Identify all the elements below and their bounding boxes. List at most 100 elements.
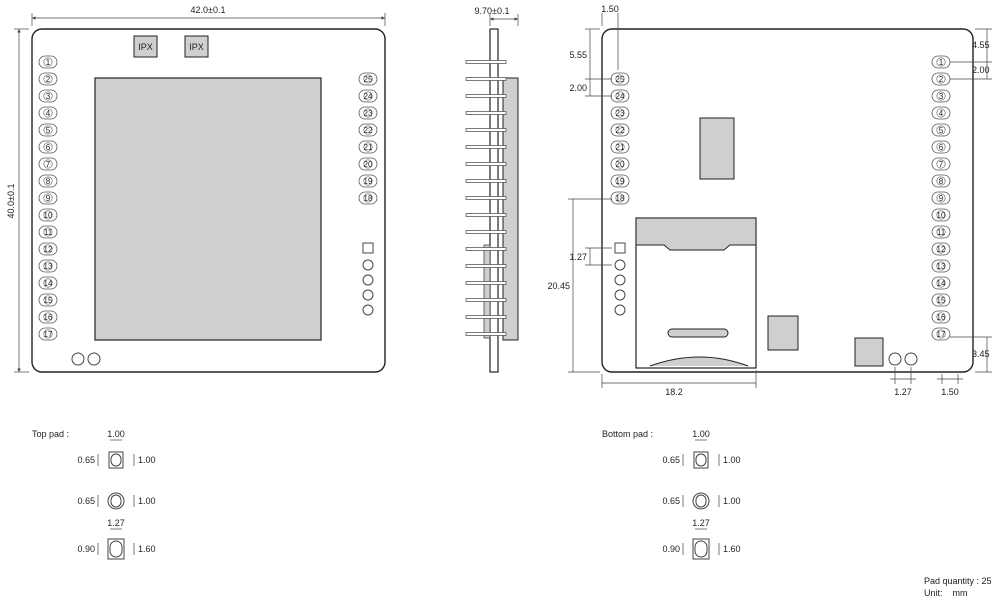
pin-pad: 5 (931, 123, 951, 137)
top-mount-hole (87, 352, 101, 366)
pin-pad: 20 (610, 157, 630, 171)
dim-hole-pitch: 1.27 (894, 387, 912, 397)
pin-pad: 2 (38, 72, 58, 86)
pin-pad-hole (363, 125, 373, 135)
pin-number: 2 (46, 75, 51, 84)
pin-number: 19 (616, 177, 625, 186)
pin-pad-hole (936, 108, 946, 118)
pin-pad: 16 (931, 310, 951, 324)
pin-pad-hole (936, 193, 946, 203)
pin-pad-hole (936, 176, 946, 186)
pin-pad-hole (936, 244, 946, 254)
pin-pad-hole (43, 176, 53, 186)
pad-inner (694, 540, 708, 558)
pin-pad: 17 (931, 327, 951, 341)
pin-pad: 3 (931, 89, 951, 103)
pin-number: 1 (46, 58, 51, 67)
pin-pad-hole (43, 244, 53, 254)
pin-pad: 3 (38, 89, 58, 103)
bottom-chip (699, 117, 735, 180)
pin-pad-hole (615, 193, 625, 203)
side-pin (465, 247, 507, 251)
pad-top-dim: 1.27 (692, 518, 710, 528)
pin-pad-hole (43, 210, 53, 220)
top-small-pads (71, 242, 374, 366)
pad-top-dim: 1.27 (107, 518, 125, 528)
pin-pad-hole (43, 329, 53, 339)
pad-inner (110, 494, 122, 508)
side-pin (465, 94, 507, 98)
pin-pad: 9 (38, 191, 58, 205)
bottom-component-2 (854, 337, 884, 367)
side-pin (465, 315, 507, 319)
pin-pad-hole (43, 108, 53, 118)
pin-pad-hole (43, 227, 53, 237)
pin-pad-hole (615, 125, 625, 135)
side-pin (465, 230, 507, 234)
pin-pad: 1 (931, 55, 951, 69)
pin-pad: 10 (38, 208, 58, 222)
pin-pad-hole (363, 142, 373, 152)
pin-pad-hole (615, 74, 625, 84)
pin-pad: 8 (931, 174, 951, 188)
pin-pad-hole (43, 91, 53, 101)
pin-pad-hole (936, 295, 946, 305)
pin-pad: 20 (358, 157, 378, 171)
pad-left-dim: 0.65 (77, 455, 95, 465)
bottom-round-pad (614, 304, 626, 316)
pin-number: 11 (937, 228, 946, 237)
unit-note: Unit: mm (924, 588, 968, 598)
pin-pad: 16 (38, 310, 58, 324)
pin-number: 2 (939, 75, 944, 84)
side-shield (502, 77, 519, 341)
pin-pad-hole (43, 295, 53, 305)
pin-number: 12 (937, 245, 946, 254)
pad-right-dim: 1.00 (723, 455, 741, 465)
pin-pad: 17 (38, 327, 58, 341)
pad-right-dim: 1.00 (723, 496, 741, 506)
pin-pad: 13 (38, 259, 58, 273)
pin-number: 25 (616, 75, 625, 84)
bottom-round-pad (614, 259, 626, 271)
pin-number: 9 (46, 194, 51, 203)
pin-pad-hole (363, 176, 373, 186)
pad-top-dim: 1.00 (692, 429, 710, 439)
pin-number: 6 (939, 143, 944, 152)
pin-number: 11 (44, 228, 53, 237)
side-pin (465, 264, 507, 268)
pad-right-dim: 1.60 (138, 544, 156, 554)
pin-pad: 12 (38, 242, 58, 256)
pin-pad-hole (43, 142, 53, 152)
pad-inner (695, 494, 707, 508)
pin-number: 7 (46, 160, 51, 169)
pin-pad-hole (43, 193, 53, 203)
width-dimension: 42.0±0.1 (191, 5, 226, 15)
pin-pad-hole (936, 329, 946, 339)
pin-number: 18 (364, 194, 373, 203)
pin-pad-hole (936, 159, 946, 169)
pin-pad-hole (43, 159, 53, 169)
pin-number: 5 (939, 126, 944, 135)
pin-number: 10 (44, 211, 53, 220)
side-pin (465, 213, 507, 217)
top-round-pad (362, 304, 374, 316)
side-pin (465, 128, 507, 132)
side-pin (465, 196, 507, 200)
pin-pad: 4 (931, 106, 951, 120)
dim-pin1-offset: 4.55 (972, 40, 990, 50)
pin-pad: 23 (610, 106, 630, 120)
side-view: 9.70±0.1 (465, 6, 519, 373)
pin-number: 13 (937, 262, 946, 271)
pin-pad: 5 (38, 123, 58, 137)
pin-number: 14 (44, 279, 53, 288)
pin-pad-hole (363, 159, 373, 169)
pin-number: 16 (44, 313, 53, 322)
pin-pad: 10 (931, 208, 951, 222)
pin-pad-hole (43, 74, 53, 84)
pin-number: 14 (937, 279, 946, 288)
